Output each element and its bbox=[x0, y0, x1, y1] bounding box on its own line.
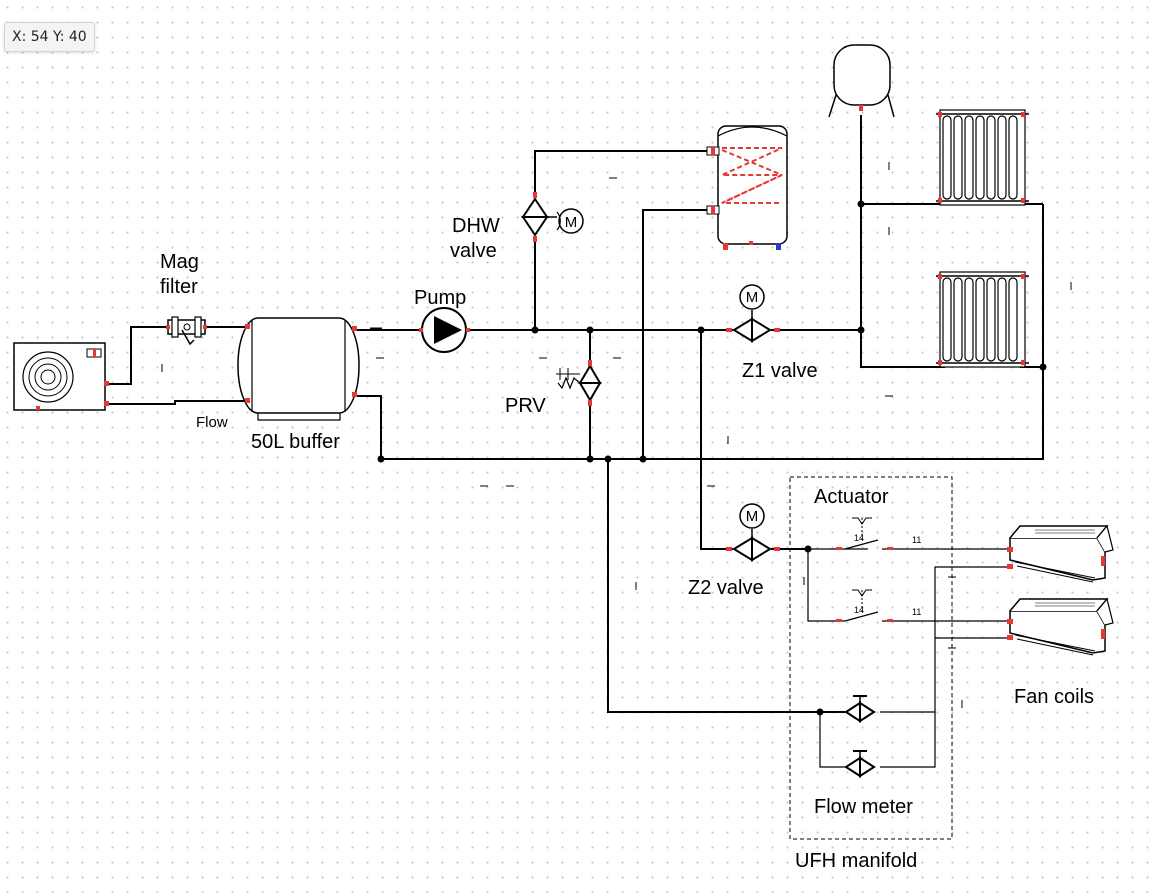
terminal-11-a: 11 bbox=[912, 535, 921, 545]
fan-coil-icon-1[interactable] bbox=[1007, 525, 1114, 583]
z1-motor-letter: M bbox=[746, 289, 759, 306]
dhw-valve-icon[interactable]: M bbox=[521, 192, 584, 242]
pump-icon[interactable] bbox=[370, 307, 470, 353]
dhw-label-line1: DHW bbox=[452, 215, 500, 237]
z2-label: Z2 valve bbox=[688, 577, 764, 599]
prv-label: PRV bbox=[505, 395, 546, 417]
cylinder-icon[interactable] bbox=[706, 125, 788, 250]
mag-filter-label-line2: filter bbox=[160, 276, 198, 298]
ufh-manifold-box[interactable] bbox=[789, 476, 953, 840]
fan-coil-icon-2[interactable] bbox=[1007, 598, 1114, 656]
pump-label: Pump bbox=[414, 287, 466, 309]
gate-valve-icon-2[interactable] bbox=[845, 750, 875, 777]
coordinate-readout: X: 54 Y: 40 bbox=[4, 22, 95, 52]
flow-meter-label: Flow meter bbox=[814, 796, 913, 818]
fan-coils-label: Fan coils bbox=[1014, 686, 1094, 708]
terminal-14-b: 14 bbox=[854, 605, 864, 615]
expansion-vessel-icon[interactable] bbox=[828, 44, 895, 118]
prv-icon[interactable] bbox=[556, 360, 602, 406]
stray-marks bbox=[161, 162, 1072, 708]
z2-valve-icon[interactable]: M bbox=[726, 503, 780, 561]
gate-valve-icon-1[interactable] bbox=[845, 695, 875, 722]
junction-dots bbox=[377, 200, 1047, 716]
relay-contact-icon-1[interactable]: 14 11 bbox=[836, 517, 921, 550]
buffer-tank-icon[interactable] bbox=[237, 317, 360, 421]
dhw-motor-letter: M bbox=[565, 214, 578, 231]
actuator-label: Actuator bbox=[814, 486, 889, 508]
radiator-icon-top[interactable] bbox=[935, 109, 1030, 206]
heat-pump-icon[interactable] bbox=[13, 342, 109, 411]
radiator-icon-bottom[interactable] bbox=[935, 271, 1030, 368]
dhw-label-line2: valve bbox=[450, 240, 497, 262]
buffer-label: 50L buffer bbox=[251, 431, 340, 453]
terminal-11-b: 11 bbox=[912, 607, 921, 617]
mag-filter-label-line1: Mag bbox=[160, 251, 199, 273]
ufh-manifold-label: UFH manifold bbox=[795, 850, 917, 872]
z1-valve-icon[interactable]: M bbox=[726, 284, 780, 342]
mag-filter-icon[interactable] bbox=[166, 316, 207, 346]
terminal-14-a: 14 bbox=[854, 533, 864, 543]
relay-contact-icon-2[interactable]: 14 11 bbox=[836, 589, 921, 622]
flow-label: Flow bbox=[196, 414, 228, 431]
z2-motor-letter: M bbox=[746, 508, 759, 525]
z1-label: Z1 valve bbox=[742, 360, 818, 382]
